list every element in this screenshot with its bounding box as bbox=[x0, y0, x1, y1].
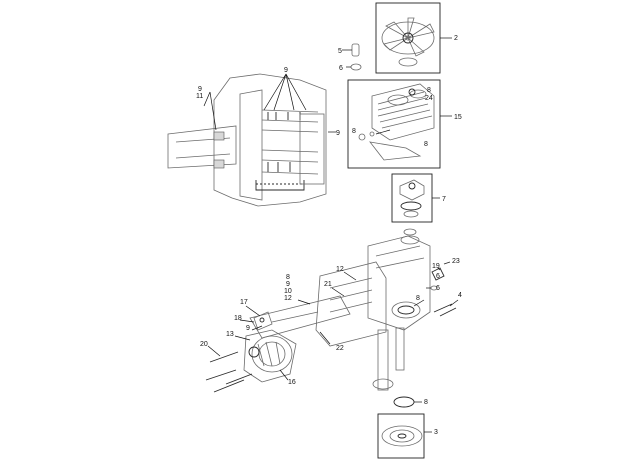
callout-15: 15 bbox=[454, 114, 462, 121]
callout-12: 12 bbox=[284, 295, 292, 302]
callout-3: 3 bbox=[434, 429, 438, 436]
callout-18: 18 bbox=[234, 315, 242, 322]
callout-16: 16 bbox=[288, 379, 296, 386]
callout-4: 4 bbox=[458, 292, 462, 299]
callout-labels: 2 5 6 8 24 15 8 8 7 9 9 11 9 23 19 6 6 4… bbox=[196, 35, 462, 436]
pump-cross-section bbox=[167, 73, 336, 207]
callout-8: 8 bbox=[352, 128, 356, 135]
callout-23: 23 bbox=[452, 258, 460, 265]
filter-assembly bbox=[391, 173, 440, 223]
callout-8: 8 bbox=[286, 274, 290, 281]
callout-6: 6 bbox=[436, 273, 440, 280]
callout-7: 7 bbox=[442, 196, 446, 203]
callout-6: 6 bbox=[436, 285, 440, 292]
callout-20: 20 bbox=[200, 341, 208, 348]
callout-17: 17 bbox=[240, 299, 248, 306]
callout-12: 12 bbox=[336, 266, 344, 273]
callout-21: 21 bbox=[324, 281, 332, 288]
callout-9: 9 bbox=[336, 130, 340, 137]
callout-8: 8 bbox=[424, 141, 428, 148]
callout-8: 8 bbox=[427, 87, 431, 94]
callout-19: 19 bbox=[432, 263, 440, 270]
callout-10: 10 bbox=[284, 288, 292, 295]
callout-11: 11 bbox=[196, 93, 203, 100]
transmission-assembly bbox=[205, 228, 459, 459]
callout-8: 8 bbox=[416, 295, 420, 302]
fan-assembly bbox=[375, 2, 452, 74]
callout-9: 9 bbox=[246, 325, 250, 332]
callout-9: 9 bbox=[284, 67, 288, 74]
callout-8: 8 bbox=[424, 399, 428, 406]
callout-13: 13 bbox=[226, 331, 234, 338]
callout-9: 9 bbox=[286, 281, 290, 288]
callout-6: 6 bbox=[339, 65, 343, 72]
callout-24: 24 bbox=[425, 95, 433, 102]
callout-9: 9 bbox=[198, 86, 202, 93]
callout-22: 22 bbox=[336, 345, 344, 352]
housing-assembly bbox=[347, 79, 452, 169]
callout-2: 2 bbox=[454, 35, 458, 42]
fitting-and-washer bbox=[342, 43, 362, 71]
callout-5: 5 bbox=[338, 48, 342, 55]
